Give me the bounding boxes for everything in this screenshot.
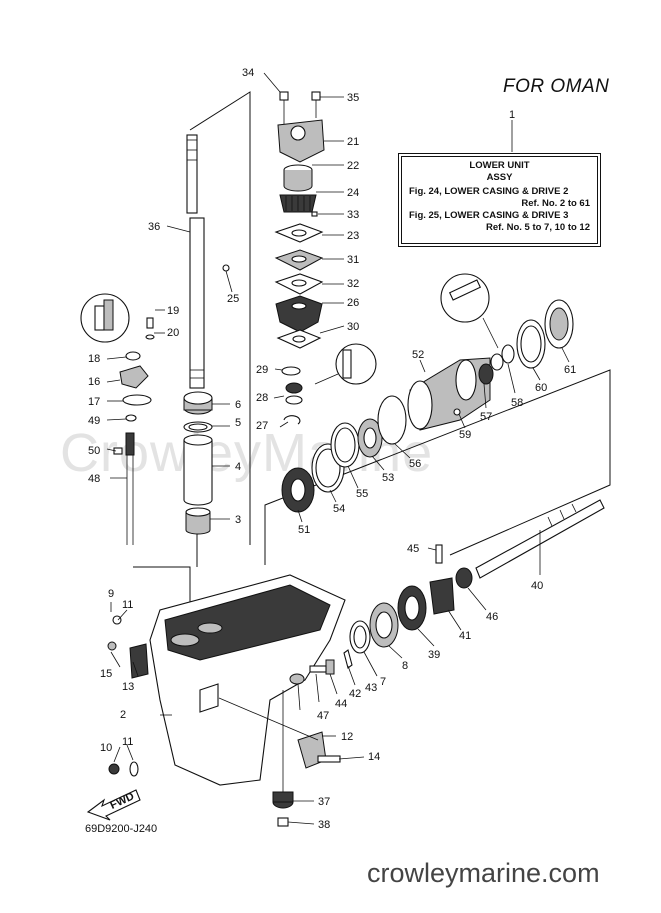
callout-40: 40	[531, 580, 543, 592]
callout-4: 4	[235, 461, 241, 473]
drain-plug	[108, 761, 139, 777]
callout-37: 37	[318, 796, 330, 808]
callout-49: 49	[88, 415, 100, 427]
callout-8: 8	[402, 660, 408, 672]
info-ref-a: Fig. 24, LOWER CASING & DRIVE 2	[409, 186, 569, 197]
callout-59: 59	[459, 429, 471, 441]
callout-42: 42	[349, 688, 361, 700]
info-line-2: ASSY	[486, 172, 513, 183]
callout-18: 18	[88, 353, 100, 365]
callout-5: 5	[235, 417, 241, 429]
callout-15: 15	[100, 668, 112, 680]
callout-28: 28	[256, 392, 268, 404]
assembly-info-box: LOWER UNIT ASSY Fig. 24, LOWER CASING & …	[398, 153, 601, 247]
callout-56: 56	[409, 458, 421, 470]
callout-13: 13	[122, 681, 134, 693]
callout-35: 35	[347, 92, 359, 104]
callout-7: 7	[380, 676, 386, 688]
detail-circles	[314, 273, 499, 385]
shift-linkage	[80, 293, 155, 545]
shaft-bearings	[183, 391, 213, 535]
callout-38: 38	[318, 819, 330, 831]
callout-36: 36	[148, 221, 160, 233]
callout-44: 44	[335, 698, 347, 710]
callout-53: 53	[382, 472, 394, 484]
lower-casing	[107, 574, 346, 786]
callout-48: 48	[88, 473, 100, 485]
callout-58: 58	[511, 397, 523, 409]
callout-61: 61	[564, 364, 576, 376]
callout-21: 21	[347, 136, 359, 148]
callout-19: 19	[167, 305, 179, 317]
callout-31: 31	[347, 254, 359, 266]
callout-11-upper: 11	[122, 599, 133, 611]
callout-47: 47	[317, 710, 329, 722]
callout-14: 14	[368, 751, 380, 763]
callout-30: 30	[347, 321, 359, 333]
callout-1: 1	[509, 109, 515, 121]
callout-3: 3	[235, 514, 241, 526]
callout-26: 26	[347, 297, 359, 309]
callout-33: 33	[347, 209, 359, 221]
callout-39: 39	[428, 649, 440, 661]
callout-labels: 5 6 4 3 2 7 8 9 10 11 11 12 13 14 15 16 …	[88, 67, 576, 831]
callout-20: 20	[167, 327, 179, 339]
footer-url[interactable]: crowleymarine.com	[367, 858, 600, 888]
misc-parts	[281, 366, 303, 425]
callout-60: 60	[535, 382, 547, 394]
callout-52: 52	[412, 349, 424, 361]
leader-lines	[106, 72, 570, 825]
callout-24: 24	[347, 187, 359, 199]
callout-43: 43	[365, 682, 377, 694]
propeller-shaft-assembly	[289, 499, 605, 685]
pinion-gear	[272, 791, 294, 827]
info-ref-b-nums: Ref. No. 5 to 7, 10 to 12	[486, 222, 590, 233]
catalog-code: 69D9200-J240	[85, 823, 158, 835]
water-pump-group	[274, 91, 325, 349]
callout-6: 6	[235, 399, 241, 411]
callout-55: 55	[356, 488, 368, 500]
fwd-arrow-icon: FWD	[86, 789, 141, 821]
callout-41: 41	[459, 630, 471, 642]
callout-9: 9	[108, 588, 114, 600]
callout-11-lower: 11	[122, 736, 133, 748]
info-ref-b: Fig. 25, LOWER CASING & DRIVE 3	[409, 210, 569, 221]
callout-50: 50	[88, 445, 100, 457]
callout-51: 51	[298, 524, 310, 536]
callout-27: 27	[256, 420, 268, 432]
callout-2: 2	[120, 709, 126, 721]
assembly-frame-lines	[133, 91, 611, 640]
callout-12: 12	[341, 731, 353, 743]
callout-22: 22	[347, 160, 359, 172]
callout-25: 25	[227, 293, 239, 305]
market-label: FOR OMAN	[503, 76, 610, 97]
callout-32: 32	[347, 278, 359, 290]
trim-tab	[297, 731, 341, 769]
info-line-1: LOWER UNIT	[469, 160, 530, 171]
callout-23: 23	[347, 230, 359, 242]
info-ref-a-nums: Ref. No. 2 to 61	[521, 198, 590, 209]
callout-29: 29	[256, 364, 268, 376]
callout-16: 16	[88, 376, 100, 388]
callout-57: 57	[480, 411, 492, 423]
drive-shaft	[186, 134, 230, 389]
callout-17: 17	[88, 396, 100, 408]
callout-46: 46	[486, 611, 498, 623]
bearing-housing-assembly	[281, 299, 574, 513]
callout-34: 34	[242, 67, 254, 79]
callout-54: 54	[333, 503, 345, 515]
callout-45: 45	[407, 543, 419, 555]
callout-10: 10	[100, 742, 112, 754]
